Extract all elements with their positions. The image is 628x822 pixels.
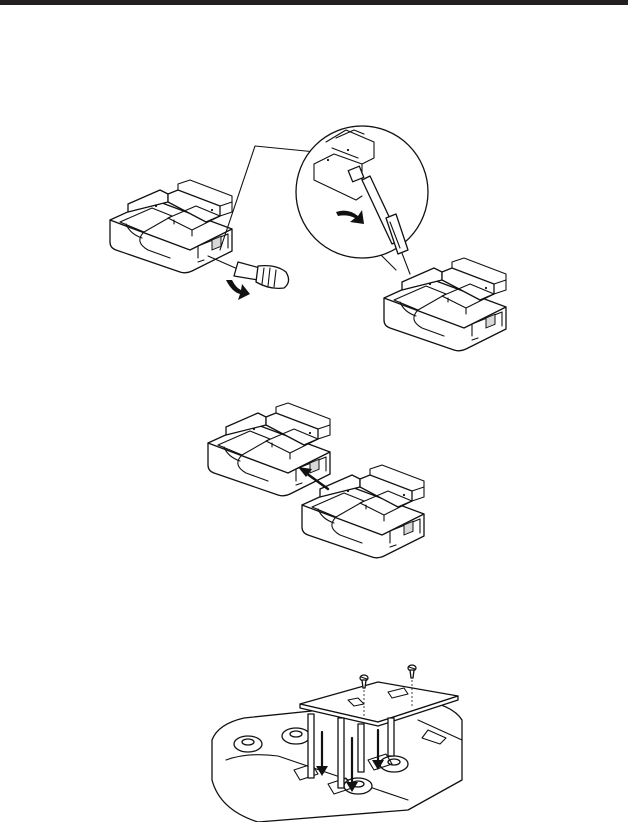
figure-attach-plate xyxy=(208,660,468,822)
figure-remove-side-cover xyxy=(100,100,540,370)
figure-connect-chargers xyxy=(200,395,440,575)
screwdriver-icon xyxy=(208,256,289,288)
charger-icon xyxy=(208,403,330,496)
curved-arrow-icon xyxy=(226,280,250,300)
charger-icon xyxy=(384,258,506,351)
page-header-bar xyxy=(0,0,628,5)
magnifier-callout-icon xyxy=(296,126,428,258)
